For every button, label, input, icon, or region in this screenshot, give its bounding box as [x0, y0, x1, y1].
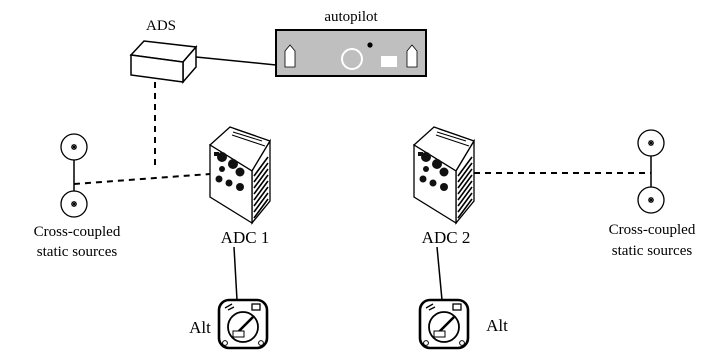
alt-left-label: Alt	[189, 318, 211, 337]
alt-right-label: Alt	[486, 316, 508, 335]
left-static-label-line2: static sources	[37, 244, 118, 260]
adc1-label: ADC 1	[221, 228, 270, 247]
left-static-label-line1: Cross-coupled	[34, 224, 121, 240]
left-static-sources	[60, 133, 88, 218]
autopilot-label: autopilot	[324, 9, 378, 25]
left-static-dashed-link	[73, 173, 211, 185]
adc2-label: ADC 2	[422, 228, 471, 247]
right-static-sources	[637, 129, 665, 214]
ads-label: ADS	[146, 18, 176, 34]
right-static-label-line1: Cross-coupled	[609, 222, 696, 238]
adc2-alt-link	[436, 246, 443, 301]
alt-gauge-right	[418, 298, 470, 350]
ads-unit	[129, 40, 198, 85]
right-static-label-line2: static sources	[612, 243, 693, 259]
adc1-alt-link	[233, 246, 238, 301]
alt-gauge-left	[217, 298, 269, 350]
autopilot-unit	[275, 29, 427, 77]
adc2-unit	[413, 126, 475, 224]
ads-autopilot-link	[195, 56, 277, 66]
adc1-unit	[209, 126, 271, 224]
